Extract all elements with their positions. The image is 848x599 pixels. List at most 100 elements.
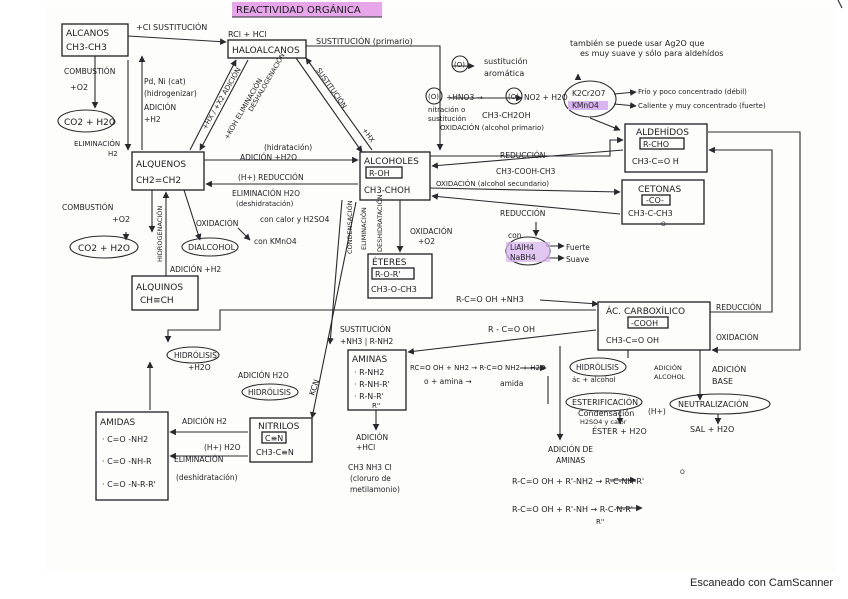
label-adicion-base-2: BASE [712, 377, 733, 386]
aminas-item-2: · R-NH-R' [354, 380, 390, 389]
label-deshidratacion-low-1: (H+) H2O [204, 443, 241, 452]
amidas-item-3: · C=O -N-R-R' [102, 480, 156, 489]
cetonas-sub: O [661, 221, 666, 228]
hidrolisis-left-label: HIDRÓLISIS [174, 351, 217, 360]
label-h-plus: (H+) [648, 407, 666, 416]
alcoholes-name: ALCOHOLES [364, 157, 419, 167]
alcoholes-formula: CH3-CHOH [364, 186, 410, 196]
esterificacion-oval [565, 392, 643, 412]
label-sustitucion-nh3-1: SUSTITUCIÓN [340, 325, 391, 334]
nitrilos-name: NITRILOS [258, 422, 300, 432]
label-adicion-alcohol-2: ALCOHOL [654, 373, 686, 381]
cetonas-group-box [641, 194, 671, 206]
alquenos-name: ALQUENOS [136, 160, 186, 170]
label-condensacion-ester-2: H2SO4 y calor [580, 418, 627, 426]
label-adicion-base-1: ADICIÓN [712, 363, 746, 374]
label-condensacion-ester-3: ÉSTER + H2O [592, 425, 647, 436]
ring-a-label: (O) [454, 61, 465, 69]
label-adicion-hcl-1: ADICIÓN [356, 433, 388, 442]
label-reduccion-right: REDUCCIÓN [716, 303, 761, 312]
esterificacion-label: ESTERIFICACIÓN [572, 396, 638, 407]
label-o2-top: +O2 [70, 83, 88, 92]
label-sust-aromatica-1: sustitución [484, 56, 528, 66]
label-oxidacion-kmno4-2: con KMnO4 [254, 237, 297, 246]
label-deshidratacion-low-3: (deshidratación) [176, 473, 238, 482]
scanner-watermark: Escaneado con CamScanner [690, 577, 834, 589]
eteres-group: R-O-R' [375, 270, 401, 279]
label-reduccion-mid: REDUCCIÓN [500, 151, 545, 160]
aldehidos-formula: CH3-C=O H [632, 157, 679, 166]
eteres-box [367, 253, 433, 299]
co2-top-oval [57, 109, 115, 133]
oxidant-2: KMnO4 [572, 101, 599, 110]
nitrilos-group-box [261, 431, 287, 444]
label-hidrolisis-sub: ác + alcohol [572, 376, 616, 384]
alquenos-box [131, 151, 205, 191]
alcoholes-box [359, 151, 431, 201]
dialcohol-label: DIALCOHOL [188, 243, 236, 252]
label-amine-o: O [680, 469, 685, 476]
alcanos-name: ALCANOS [66, 29, 109, 39]
label-tambien-1: también se puede usar Ag2O que [570, 38, 705, 48]
paper-page [46, 2, 836, 572]
acidos-formula: CH3-C=O OH [606, 336, 659, 345]
label-sust-aromatica-2: aromática [484, 69, 524, 78]
label-deshidratacion-v: DESHIDRATACIÓN [375, 194, 384, 252]
hidrolisis-mid-label: HIDRÓLISIS [248, 388, 291, 397]
alcoholes-group-box [365, 166, 403, 179]
aldehidos-name: ALDEHÍDOS [636, 126, 689, 138]
aminas-item-3: · R-N-R' [354, 392, 384, 401]
amidas-name: AMIDAS [100, 418, 136, 428]
label-oxidacion-primario: OXIDACIÓN (alcohol primario) [440, 123, 544, 132]
acidos-name: ÁC. CARBOXÍLICO [606, 305, 685, 317]
dialcohol-oval [181, 237, 239, 257]
label-hx-diag: +HX [360, 127, 376, 145]
eteres-name: ÉTERES [372, 256, 407, 268]
label-nitracion-2: NO2 + H2O [524, 93, 568, 102]
haloalcanos-box [227, 39, 307, 59]
alcanos-formula: CH3-CH3 [66, 43, 107, 53]
ring-b-label: (O) [428, 93, 439, 101]
eteres-group-box [371, 267, 415, 280]
label-deshalogenacion: DESHALOGENACIÓN [246, 51, 287, 113]
co2-top-label: CO2 + H2O [64, 118, 116, 128]
label-hidrogenacion-3: ADICIÓN [144, 103, 176, 112]
aminas-item-4: R'' [372, 402, 381, 410]
hidrolisis-right-label: HIDRÓLISIS [576, 363, 619, 372]
amidas-item-2: · C=O -NH-R [102, 457, 152, 466]
acidos-group-box [627, 316, 669, 329]
label-nitracion-3: nitración o [428, 106, 465, 114]
label-hidrolisis-h2o: +H2O [188, 363, 211, 372]
benzene-ring-a-icon [451, 55, 469, 73]
oxidant-highlight [568, 101, 608, 110]
label-adicion-hcl-2: +HCl [356, 443, 375, 452]
haloalcanos-name: HALOALCANOS [232, 46, 300, 56]
label-amida-reaction-1: RC=O OH + NH2 → R-C=O NH2 + H2O [410, 364, 546, 372]
acidos-group: -COOH [631, 319, 658, 328]
label-amine-r2: R'' [596, 518, 605, 526]
label-adicion-aminas-1: ADICIÓN DE [548, 445, 593, 454]
label-hidratacion-2: ADICIÓN +H2O [240, 153, 297, 162]
hidrolisis-left-oval [166, 346, 220, 364]
hidrolisis-right-oval [569, 357, 627, 377]
nitrilos-box [249, 417, 313, 463]
label-ch3-cooh: CH3-COOH-CH3 [496, 167, 556, 176]
label-amida-reaction-3: amida [500, 379, 523, 388]
label-sustitucion-nh3-2: +NH3 | R-NH2 [340, 337, 393, 346]
alquenos-formula: CH2=CH2 [136, 176, 181, 186]
label-reduccion-h: (H+) REDUCCIÓN [238, 173, 304, 182]
label-hidrogenacion-2: (hidrogenizar) [144, 89, 197, 98]
label-nitracion-4: sustitución [428, 115, 466, 123]
aminas-item-1: · R-NH2 [354, 368, 384, 377]
label-eliminacion-h2o-1: ELIMINACIÓN H2O [232, 189, 300, 198]
reductor-2: NaBH4 [510, 253, 536, 262]
reductor-highlight [506, 242, 550, 262]
aminas-name: AMINAS [352, 355, 387, 365]
title-highlight [232, 2, 382, 17]
aldehidos-box [624, 123, 708, 173]
label-amine-rxn-2: R-C=O OH + R'-NH → R-C-N-R' [512, 505, 633, 514]
label-oxidacion-o2-2: +O2 [418, 237, 435, 246]
label-ch3nh3cl-1: CH3 NH3 Cl [348, 463, 392, 472]
label-k2cr-note-1: Frío y poco concentrado (débil) [638, 88, 747, 96]
